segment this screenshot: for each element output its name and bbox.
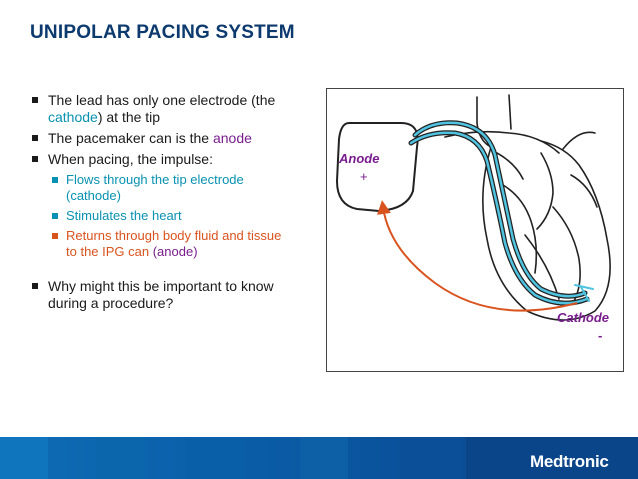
bullet-list: The lead has only one electrode (the cat… [30,92,295,312]
keyword-anode-paren: (anode) [152,244,198,259]
keyword-anode: anode [212,130,252,146]
bullet-question: Why might this be important to know duri… [30,278,295,312]
bullet-when-pacing: When pacing, the impulse: [30,151,295,168]
brand-logo: Medtronic [530,452,609,471]
slide-title: UNIPOLAR PACING SYSTEM [30,22,295,43]
subbullet-stimulates: Stimulates the heart [50,208,295,224]
cathode-label: Cathode [557,310,609,325]
footer-tile [466,437,638,479]
footer-tile [300,437,348,479]
keyword-cathode: cathode [48,109,98,125]
subbullet-flows: Flows through the tip electrode (cathode… [50,172,295,204]
footer-bar [0,437,638,479]
footer-tile [0,437,48,479]
anode-label: Anode [339,151,380,166]
pacing-diagram: Anode + Cathode - [326,88,624,372]
heart-illustration-icon [335,94,611,321]
cathode-sign: - [598,328,603,343]
bullet-lead-electrode: The lead has only one electrode (the cat… [30,92,295,126]
lead-wire-icon [408,120,594,306]
bullet-can-anode: The pacemaker can is the anode [30,130,295,147]
subbullet-returns: Returns through body fluid and tissue to… [50,228,295,260]
pacemaker-can-icon [335,122,419,213]
footer-tile [186,437,242,479]
anode-sign: + [360,169,368,184]
current-arrow-icon [377,200,578,312]
footer-tile [400,437,462,479]
footer-tile [96,437,144,479]
